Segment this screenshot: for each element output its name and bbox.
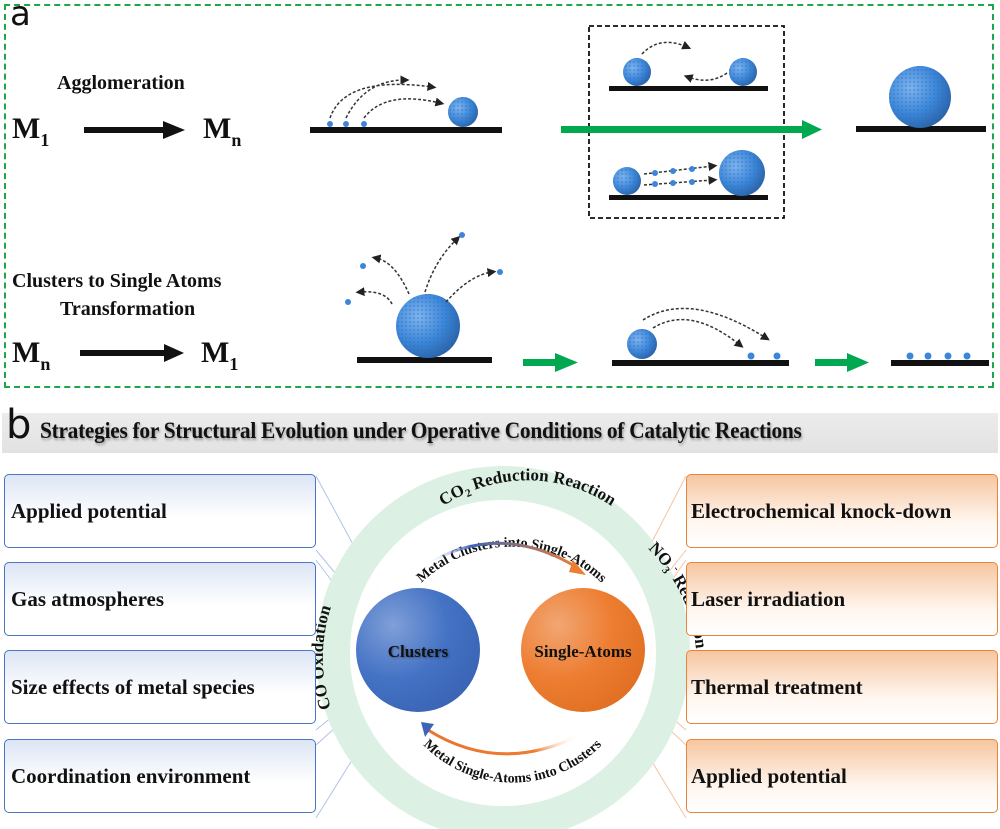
right-strategy-label: Electrochemical knock-down — [691, 498, 952, 523]
panel-b-title-bar — [2, 413, 998, 453]
transformation-heading-line2: Transformation — [60, 298, 196, 320]
left-strategy-box: Size effects of metal species — [4, 650, 316, 724]
agglomeration-from-label: M1 — [12, 112, 50, 150]
clusters-circle — [356, 588, 480, 712]
panel-b-title: Strategies for Structural Evolution unde… — [40, 418, 802, 443]
right-strategy-label: Thermal treatment — [691, 674, 863, 699]
right-strategy-box: Electrochemical knock-down — [686, 474, 998, 548]
green-arrow-transformation-2 — [815, 353, 869, 372]
left-strategy-label: Size effects of metal species — [11, 674, 255, 699]
transformation-stage-2 — [612, 307, 789, 366]
green-arrow-transformation-1 — [523, 353, 578, 372]
panel-a-frame — [4, 4, 994, 388]
clusters-to-single-atoms-arrow — [424, 541, 586, 575]
left-strategy-box: Applied potential — [4, 474, 316, 548]
transformation-from-label: Mn — [12, 336, 51, 374]
left-strategy-label: Gas atmospheres — [11, 586, 165, 611]
left-strategy-label: Coordination environment — [11, 763, 251, 788]
single-atoms-circle — [521, 588, 645, 712]
transformation-final-single-atoms — [891, 352, 989, 366]
transformation-heading-line1: Clusters to Single Atoms — [12, 270, 222, 292]
transformation-to-label: M1 — [201, 336, 239, 374]
right-strategy-box: Laser irradiation — [686, 562, 998, 636]
panel-a-illustration — [80, 25, 989, 372]
single-atoms-to-clusters-arrow — [421, 722, 581, 756]
clusters-label: Clusters — [388, 642, 449, 661]
agglomeration-to-label: Mn — [203, 112, 242, 150]
mechanism-box — [588, 25, 785, 219]
agglomeration-reaction-arrow — [84, 121, 185, 139]
single-atoms-label: Single-Atoms — [534, 642, 632, 661]
reaction-ring — [316, 466, 690, 829]
green-arrow-agglomeration — [561, 120, 822, 139]
transformation-reaction-arrow — [80, 344, 184, 362]
right-strategy-box: Thermal treatment — [686, 650, 998, 724]
agglomeration-heading: Agglomeration — [57, 72, 185, 94]
panel-a-label: a — [10, 0, 31, 34]
right-strategy-label: Laser irradiation — [691, 586, 846, 611]
left-strategy-box: Gas atmospheres — [4, 562, 316, 636]
panel-b-label: b — [6, 402, 32, 448]
agglomeration-final-cluster — [856, 66, 986, 132]
agglomeration-stage-1 — [310, 75, 502, 133]
right-strategy-label: Applied potential — [691, 763, 847, 788]
right-strategy-box: Applied potential — [686, 739, 998, 813]
transformation-stage-1 — [345, 232, 503, 363]
left-strategy-box: Coordination environment — [4, 739, 316, 813]
left-strategy-label: Applied potential — [11, 498, 167, 523]
